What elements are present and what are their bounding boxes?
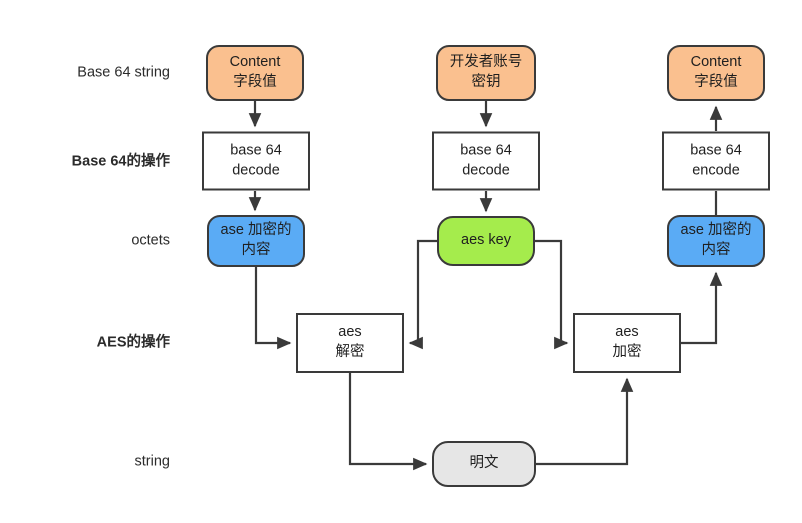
ase-encrypted-content-right-line-1: ase 加密的	[680, 222, 752, 239]
content-field-value-left-line-2: 字段值	[233, 74, 277, 90]
content-field-value-left[interactable]: Content 字段值	[206, 45, 304, 101]
aes-encrypt[interactable]: aes 加密	[573, 313, 681, 373]
plaintext-line-1: 明文	[469, 455, 499, 472]
row-octets: octets	[131, 232, 170, 249]
content-field-value-left-line-1: Content	[229, 54, 281, 71]
base64-decode-left[interactable]: base 64 decode	[202, 131, 310, 191]
row-base64-string: Base 64 string	[77, 64, 170, 81]
developer-account-key-line-2: 密钥	[471, 74, 501, 90]
developer-account-key[interactable]: 开发者账号密钥	[436, 45, 536, 101]
aes-decrypt-line-1: aes	[338, 324, 362, 341]
base64-decode-middle-line-1: base 64	[460, 142, 512, 159]
base64-decode-middle[interactable]: base 64 decode	[432, 131, 540, 191]
aes-key-line-1: aes key	[461, 232, 511, 249]
aes-key[interactable]: aes key	[437, 216, 535, 266]
edge-aes-encrypt-to-ase-right	[681, 271, 723, 345]
base64-decode-left-line-2: decode	[232, 162, 280, 178]
edge-plaintext-to-aes-encrypt	[536, 377, 634, 466]
edge-aes-decrypt-to-plaintext	[348, 373, 428, 471]
aes-decrypt-line-2: 解密	[335, 344, 365, 360]
base64-decode-left-line-1: base 64	[230, 142, 282, 159]
base64-encode-right[interactable]: base 64 encode	[662, 131, 770, 191]
row-string: string	[134, 453, 170, 470]
edge-aes-key-to-aes-decrypt	[408, 239, 437, 350]
ase-encrypted-content-right-line-2: 内容	[701, 242, 731, 258]
row-aes-op: AES的操作	[96, 334, 170, 351]
aes-encrypt-line-1: aes	[615, 324, 639, 341]
aes-encrypt-line-2: 加密	[612, 344, 642, 360]
edge-ase-left-to-aes-decrypt	[254, 267, 292, 350]
ase-encrypted-content-left[interactable]: ase 加密的内容	[207, 215, 305, 267]
plaintext[interactable]: 明文	[432, 441, 536, 487]
content-field-value-right-line-2: 字段值	[694, 74, 738, 90]
ase-encrypted-content-left-line-1: ase 加密的	[220, 222, 292, 239]
content-field-value-right[interactable]: Content 字段值	[667, 45, 765, 101]
ase-encrypted-content-left-line-2: 内容	[241, 242, 271, 258]
edge-aes-key-to-aes-encrypt	[535, 239, 569, 350]
base64-decode-middle-line-2: decode	[462, 162, 510, 178]
row-base64-op: Base 64的操作	[71, 153, 170, 170]
developer-account-key-line-1: 开发者账号	[449, 54, 523, 71]
base64-encode-right-line-2: encode	[692, 162, 740, 178]
ase-encrypted-content-right[interactable]: ase 加密的内容	[667, 215, 765, 267]
content-field-value-right-line-1: Content	[690, 54, 742, 71]
base64-encode-right-line-1: base 64	[690, 142, 742, 159]
aes-decrypt[interactable]: aes 解密	[296, 313, 404, 373]
